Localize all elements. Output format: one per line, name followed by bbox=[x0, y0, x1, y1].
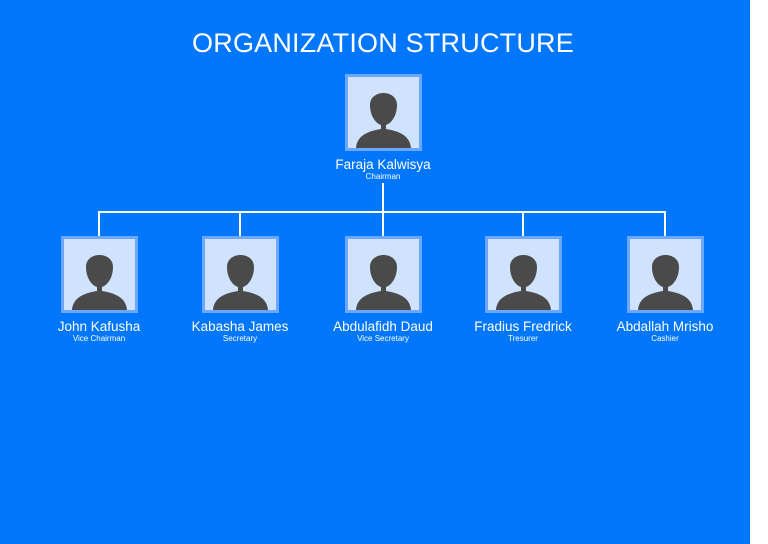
drop-connector-line bbox=[98, 211, 100, 237]
person-silhouette-icon bbox=[355, 93, 411, 148]
person-name: Abdallah Mrisho bbox=[616, 319, 714, 334]
org-node-cashier: Abdallah Mrisho Cashier bbox=[590, 236, 740, 344]
person-silhouette-icon bbox=[495, 255, 551, 310]
org-chart-canvas: ORGANIZATION STRUCTURE Faraja Kalwisya C… bbox=[0, 0, 750, 544]
drop-connector-line bbox=[239, 211, 241, 237]
person-silhouette-icon bbox=[637, 255, 693, 310]
person-name: Fradius Fredrick bbox=[474, 319, 572, 334]
person-role: Vice Secretary bbox=[357, 334, 409, 343]
person-name: Faraja Kalwisya bbox=[335, 157, 431, 172]
org-node-vice-secretary: Abdulafidh Daud Vice Secretary bbox=[308, 236, 458, 344]
chart-title: ORGANIZATION STRUCTURE bbox=[192, 28, 574, 58]
person-name: John Kafusha bbox=[57, 319, 141, 334]
person-name: Abdulafidh Daud bbox=[333, 319, 433, 334]
person-silhouette-icon bbox=[355, 255, 411, 310]
org-node-treasurer: Fradius Fredrick Tresurer bbox=[448, 236, 598, 344]
drop-connector-line bbox=[664, 211, 666, 237]
photo-frame bbox=[201, 236, 279, 313]
photo-frame bbox=[626, 236, 704, 313]
person-role: Cashier bbox=[651, 334, 679, 343]
person-silhouette-icon bbox=[212, 255, 268, 310]
org-node-chairman: Faraja Kalwisya Chairman bbox=[308, 74, 458, 182]
person-role: Tresurer bbox=[508, 334, 538, 343]
person-role: Secretary bbox=[222, 334, 258, 343]
person-name: Kabasha James bbox=[191, 319, 289, 334]
drop-connector-line bbox=[522, 211, 524, 237]
org-node-vice-chairman: John Kafusha Vice Chairman bbox=[24, 236, 174, 344]
person-role: Vice Chairman bbox=[72, 334, 126, 343]
person-role: Chairman bbox=[365, 172, 401, 181]
drop-connector-line bbox=[382, 211, 384, 237]
root-connector-line bbox=[382, 183, 384, 213]
photo-frame bbox=[484, 236, 562, 313]
org-node-secretary: Kabasha James Secretary bbox=[165, 236, 315, 344]
photo-frame bbox=[344, 236, 422, 313]
photo-frame bbox=[60, 236, 138, 313]
photo-frame bbox=[344, 74, 422, 151]
person-silhouette-icon bbox=[71, 255, 127, 310]
